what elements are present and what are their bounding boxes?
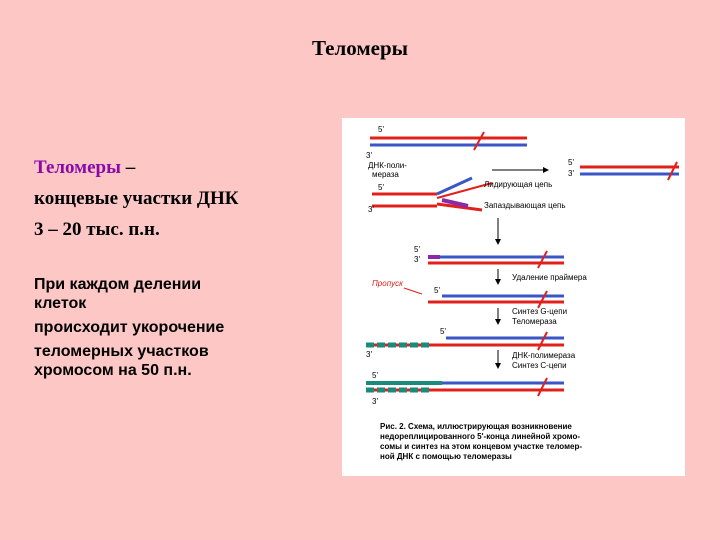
row5-end-3: 3' xyxy=(366,350,372,359)
row3-end-3: 3' xyxy=(414,255,420,264)
shortening-note: При каждом делении клеток происходит уко… xyxy=(34,275,334,380)
right-break-mark xyxy=(667,161,678,181)
note-line-3: происходит укорочение xyxy=(34,319,225,336)
gap-label: Пропуск xyxy=(372,279,404,288)
c-strand-synthesis-label: Синтез С-цепи xyxy=(512,361,567,370)
fork-leading-new xyxy=(436,182,493,199)
replication-diagram: 5' 3' ДНК-поли- мераза 5' 3' 5' 3' Лидир… xyxy=(366,125,679,461)
row5-end-5: 5' xyxy=(440,327,446,336)
telomere-replication-figure: 5' 3' ДНК-поли- мераза 5' 3' 5' 3' Лидир… xyxy=(342,118,685,476)
note-line-4: теломерных участков хромосом на 50 п.н. xyxy=(34,343,209,379)
row5-break-mark xyxy=(537,331,548,351)
definition-dash: – xyxy=(125,157,136,178)
polymerase-label-2: мераза xyxy=(372,170,399,179)
definition-term-line: Теломеры – xyxy=(34,152,334,183)
fork-upper-arm xyxy=(436,176,473,196)
right-end-3: 3' xyxy=(568,169,574,178)
row6-break-mark xyxy=(537,377,548,397)
slide-title: Теломеры xyxy=(311,36,409,60)
row1-end-5: 5' xyxy=(378,125,384,134)
lagging-strand-label: Запаздывающая цепь xyxy=(484,201,566,210)
fork-lower-arm xyxy=(436,202,483,212)
figure-caption-2: недореплицированного 5'-конца линейной х… xyxy=(380,432,580,441)
row1-break-mark xyxy=(473,131,485,151)
row6-end-3: 3' xyxy=(372,397,378,406)
figure-caption-1: Рис. 2. Схема, иллюстрирующая возникнове… xyxy=(380,422,572,431)
row4-end-5: 5' xyxy=(434,286,440,295)
definition-line-3: 3 – 20 тыс. п.н. xyxy=(34,219,160,240)
note-line-1: При каждом делении клеток xyxy=(34,276,202,312)
row4-break-mark xyxy=(537,290,548,309)
g-strand-synthesis-label: Синтез G-цепи xyxy=(512,307,567,316)
dna-polymerase-label: ДНК-полимераза xyxy=(512,351,576,360)
definition-line-2: концевые участки ДНК xyxy=(34,188,239,209)
row3-end-5: 5' xyxy=(414,245,420,254)
row3-break-mark xyxy=(537,250,548,269)
fork-primer xyxy=(441,198,469,208)
leading-strand-label: Лидирующая цепь xyxy=(484,180,552,189)
row2-end-3-top: 3' xyxy=(366,151,372,160)
polymerase-label-1: ДНК-поли- xyxy=(368,161,407,170)
fork-end-3: 3' xyxy=(368,205,374,214)
definition-term: Теломеры xyxy=(34,157,121,178)
gap-pointer xyxy=(403,287,423,295)
definition-block: Теломеры – концевые участки ДНК 3 – 20 т… xyxy=(34,152,334,385)
fork-end-5: 5' xyxy=(378,183,384,192)
primer-removal-label: Удаление праймера xyxy=(512,273,587,282)
row6-end-5: 5' xyxy=(372,371,378,380)
figure-caption-3: сомы и синтез на этом концевом участке т… xyxy=(380,442,582,451)
telomerase-label-1: Теломераза xyxy=(512,317,557,326)
figure-caption-4: ной ДНК с помощью теломеразы xyxy=(380,452,512,461)
right-end-5: 5' xyxy=(568,158,574,167)
